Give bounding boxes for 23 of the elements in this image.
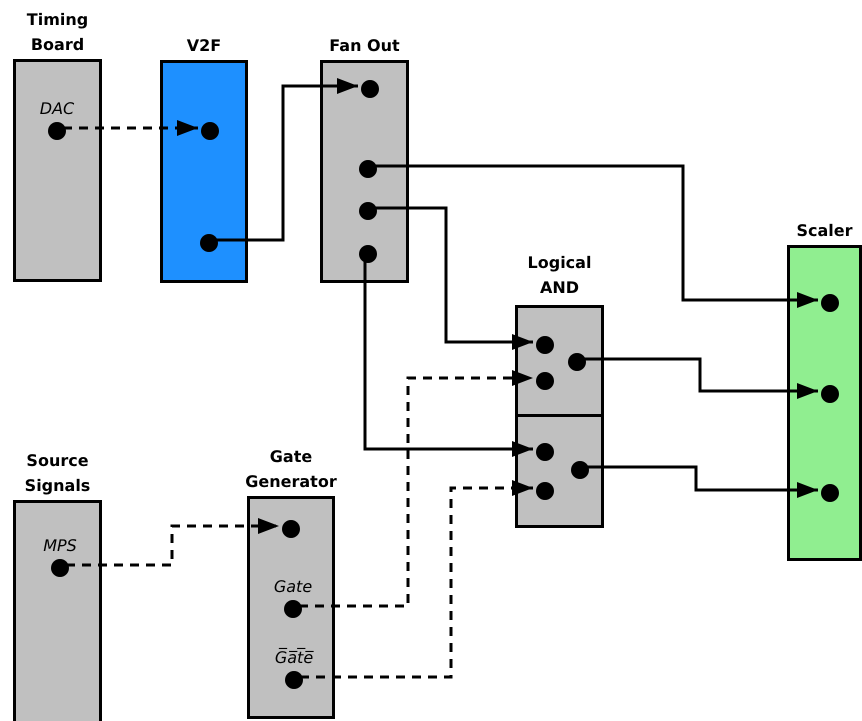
connector-arrow xyxy=(299,370,533,608)
connector-arrow xyxy=(300,480,533,678)
module-title: Gate Generator xyxy=(244,446,338,493)
connector-arrow xyxy=(63,120,198,136)
module-title: Logical AND xyxy=(526,252,592,299)
connector-arrow xyxy=(586,466,818,498)
connector-arrow xyxy=(374,164,818,308)
module-title: Source Signals xyxy=(24,450,92,497)
module-title: Fan Out xyxy=(329,35,400,57)
connector-arrow xyxy=(215,78,358,242)
port-label: G̅a̅t̅e̅ xyxy=(274,648,314,668)
module-box xyxy=(515,414,604,528)
connector-arrow xyxy=(374,206,533,350)
module-title: Timing Board xyxy=(26,9,90,56)
port-label: DAC xyxy=(40,99,74,119)
connector-arrow xyxy=(583,358,818,399)
connector-arrow xyxy=(364,260,533,457)
port-label: MPS xyxy=(43,536,77,556)
connector-arrow xyxy=(66,518,279,566)
module-title: V2F xyxy=(186,35,222,57)
module-box xyxy=(515,305,604,417)
module-title: Scaler xyxy=(796,220,853,242)
port-label: Gate xyxy=(274,577,312,597)
